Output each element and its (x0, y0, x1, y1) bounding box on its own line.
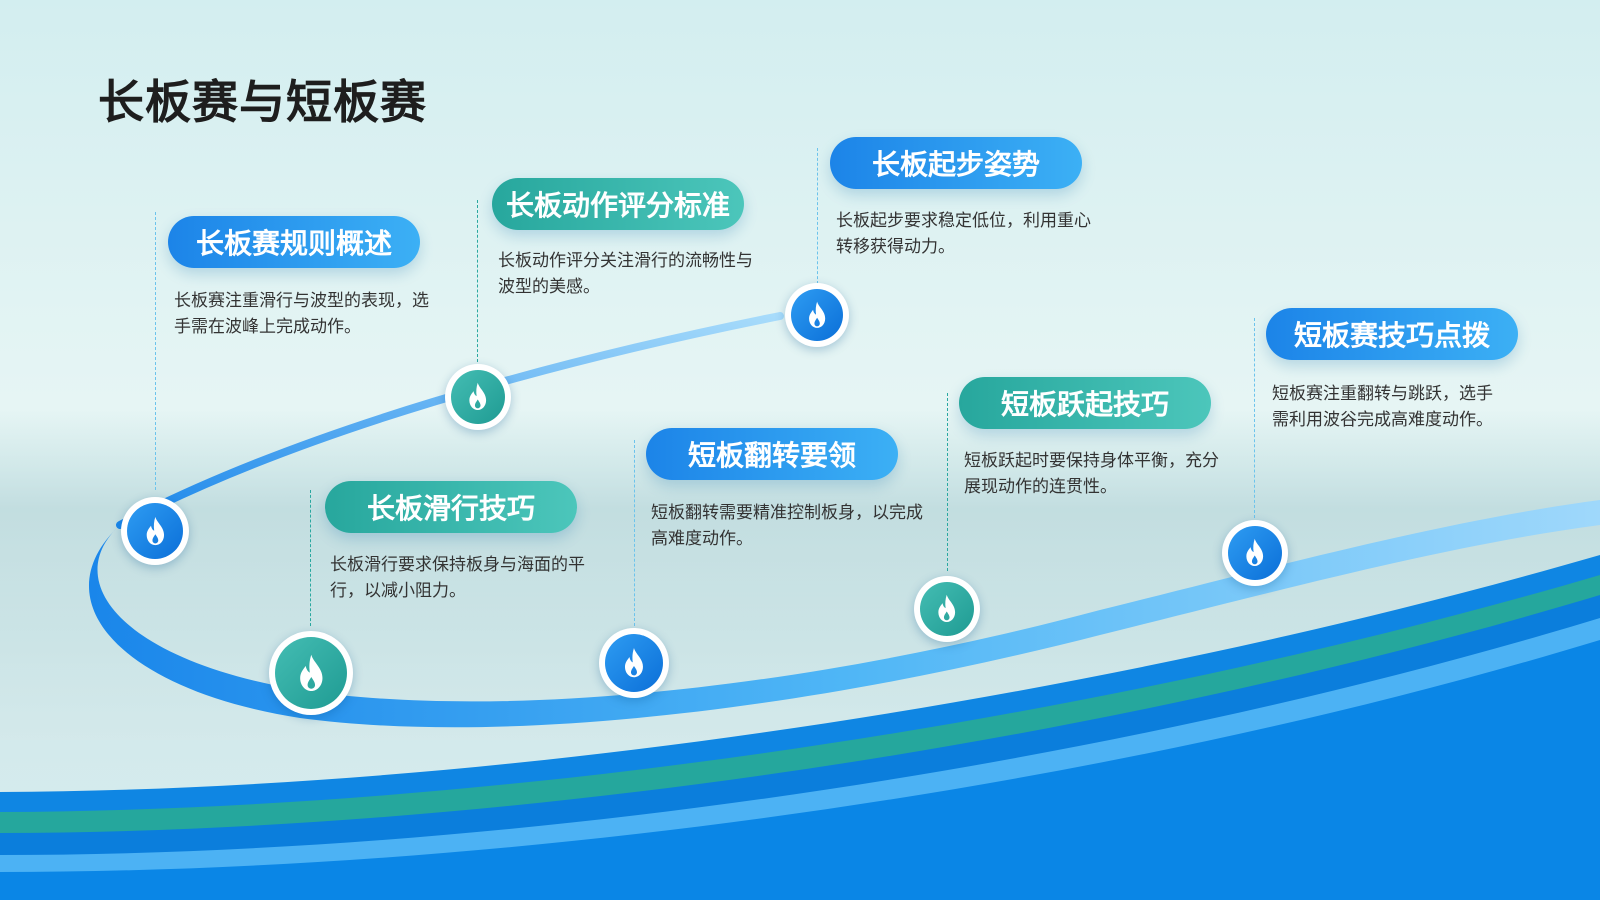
item-heading: 短板跃起技巧 (1000, 388, 1169, 421)
track-upper-arc (116, 312, 784, 529)
item-heading-pill: 长板起步姿势 (830, 137, 1082, 189)
item-heading: 长板起步姿势 (871, 148, 1040, 181)
page-title: 长板赛与短板赛 (98, 75, 427, 129)
track-lower-sweep (89, 500, 1600, 728)
connector-line (634, 440, 635, 626)
flame-icon (938, 595, 956, 623)
item-heading-pill: 长板动作评分标准 (492, 178, 744, 230)
item-heading-pill: 短板跃起技巧 (959, 377, 1211, 429)
timeline-marker (1222, 520, 1288, 586)
item-heading: 长板滑行技巧 (366, 492, 535, 525)
item-description: 长板起步要求稳定低位，利用重心转移获得动力。 (836, 211, 1091, 257)
item-description: 短板翻转需要精准控制板身，以完成高难度动作。 (651, 503, 923, 549)
item-description: 短板跃起时要保持身体平衡，充分展现动作的连贯性。 (964, 451, 1219, 497)
timeline-marker (121, 497, 189, 565)
flame-icon (469, 383, 487, 411)
timeline-marker (445, 364, 511, 430)
item-heading-pill: 长板赛规则概述 (168, 216, 420, 268)
item-heading-pill: 短板赛技巧点拨 (1266, 308, 1518, 360)
connector-line (817, 148, 818, 284)
flame-icon (299, 654, 323, 691)
item-heading: 短板翻转要领 (687, 439, 856, 472)
flame-icon (146, 516, 164, 545)
item-description: 短板赛注重翻转与跳跃，选手需利用波谷完成高难度动作。 (1272, 384, 1493, 430)
connector-line (155, 212, 156, 490)
item-heading: 短板赛技巧点拨 (1293, 319, 1490, 352)
item-heading: 长板动作评分标准 (505, 189, 730, 222)
connector-line (310, 490, 311, 626)
connector-line (477, 200, 478, 362)
timeline-marker (785, 283, 849, 347)
wave-blue-front (0, 640, 1600, 900)
flame-icon (808, 301, 826, 328)
item-heading: 长板赛规则概述 (195, 227, 392, 260)
item-heading-pill: 长板滑行技巧 (325, 481, 577, 533)
item-description: 长板滑行要求保持板身与海面的平行，以减小阻力。 (330, 555, 585, 601)
flame-icon (625, 648, 643, 678)
timeline-marker (914, 576, 980, 642)
connector-line (947, 393, 948, 571)
connector-line (1254, 318, 1255, 518)
timeline-marker (269, 631, 353, 715)
item-heading-pill: 短板翻转要领 (646, 428, 898, 480)
item-description: 长板赛注重滑行与波型的表现，选手需在波峰上完成动作。 (174, 291, 429, 337)
flame-icon (1246, 539, 1264, 567)
timeline-marker (599, 628, 669, 698)
item-description: 长板动作评分关注滑行的流畅性与波型的美感。 (498, 251, 753, 297)
